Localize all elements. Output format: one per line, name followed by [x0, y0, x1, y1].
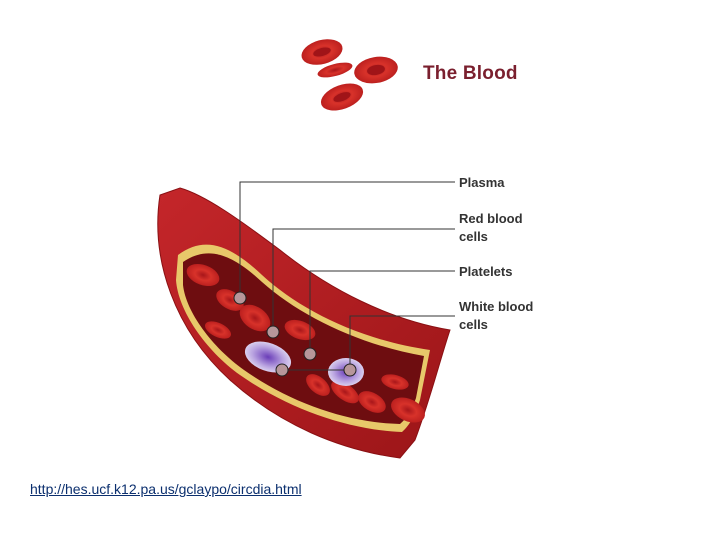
- label-plasma: Plasma: [459, 174, 505, 192]
- label-white-blood-cells-line2: cells: [459, 317, 488, 332]
- diagram-title: The Blood: [423, 63, 518, 84]
- label-pointer-dots: [233, 291, 357, 377]
- label-white-blood-cells: White blood cells: [459, 298, 533, 334]
- label-red-blood-cells-line2: cells: [459, 229, 488, 244]
- header-red-cells-illustration: [301, 39, 398, 111]
- label-red-blood-cells: Red blood cells: [459, 210, 523, 246]
- label-red-blood-cells-line1: Red blood: [459, 211, 523, 226]
- label-pointer-lines: [239, 181, 455, 371]
- source-url-link[interactable]: http://hes.ucf.k12.pa.us/gclaypo/circdia…: [30, 481, 302, 497]
- label-platelets: Platelets: [459, 263, 512, 281]
- label-platelets-text: Platelets: [459, 264, 513, 279]
- label-plasma-text: Plasma: [459, 175, 505, 190]
- label-white-blood-cells-line1: White blood: [459, 299, 534, 314]
